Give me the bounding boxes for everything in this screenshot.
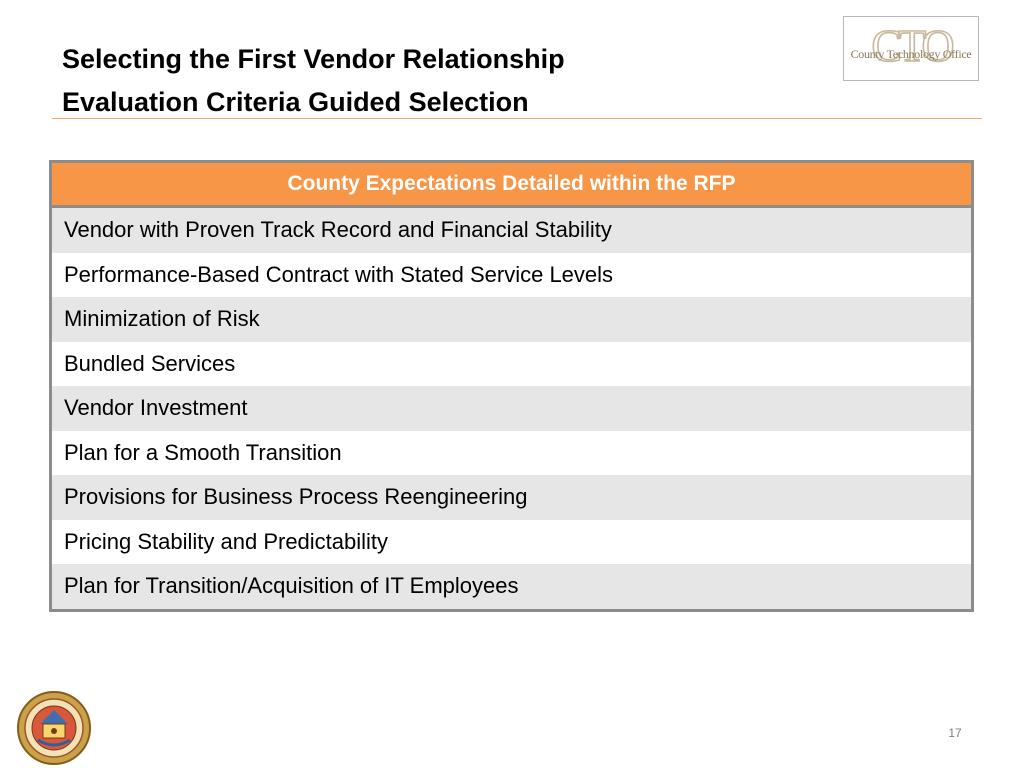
cto-monogram-icon: CTO [871,19,959,72]
cto-logo: CTO County Technology Office [843,16,979,81]
table-row: Vendor with Proven Track Record and Fina… [52,208,971,253]
table-header: County Expectations Detailed within the … [52,163,971,208]
slide-title-line-2: Evaluation Criteria Guided Selection [62,87,529,117]
criteria-table: County Expectations Detailed within the … [49,160,974,612]
table-row: Minimization of Risk [52,297,971,342]
table-row: Provisions for Business Process Reengine… [52,475,971,520]
table-row: Bundled Services [52,341,971,386]
table-row: Performance-Based Contract with Stated S… [52,252,971,297]
title-divider [52,118,982,119]
slide-title-line-1: Selecting the First Vendor Relationship [62,44,565,74]
page-number: 17 [948,726,962,740]
table-row: Plan for Transition/Acquisition of IT Em… [52,564,971,609]
logo-monogram: CTO [871,20,953,71]
county-seal-icon [17,691,91,765]
table-row: Plan for a Smooth Transition [52,430,971,475]
logo-text: County Technology Office [850,47,972,61]
table-row: Pricing Stability and Predictability [52,519,971,564]
slide-title: Selecting the First Vendor Relationship … [62,38,565,124]
table-row: Vendor Investment [52,386,971,431]
